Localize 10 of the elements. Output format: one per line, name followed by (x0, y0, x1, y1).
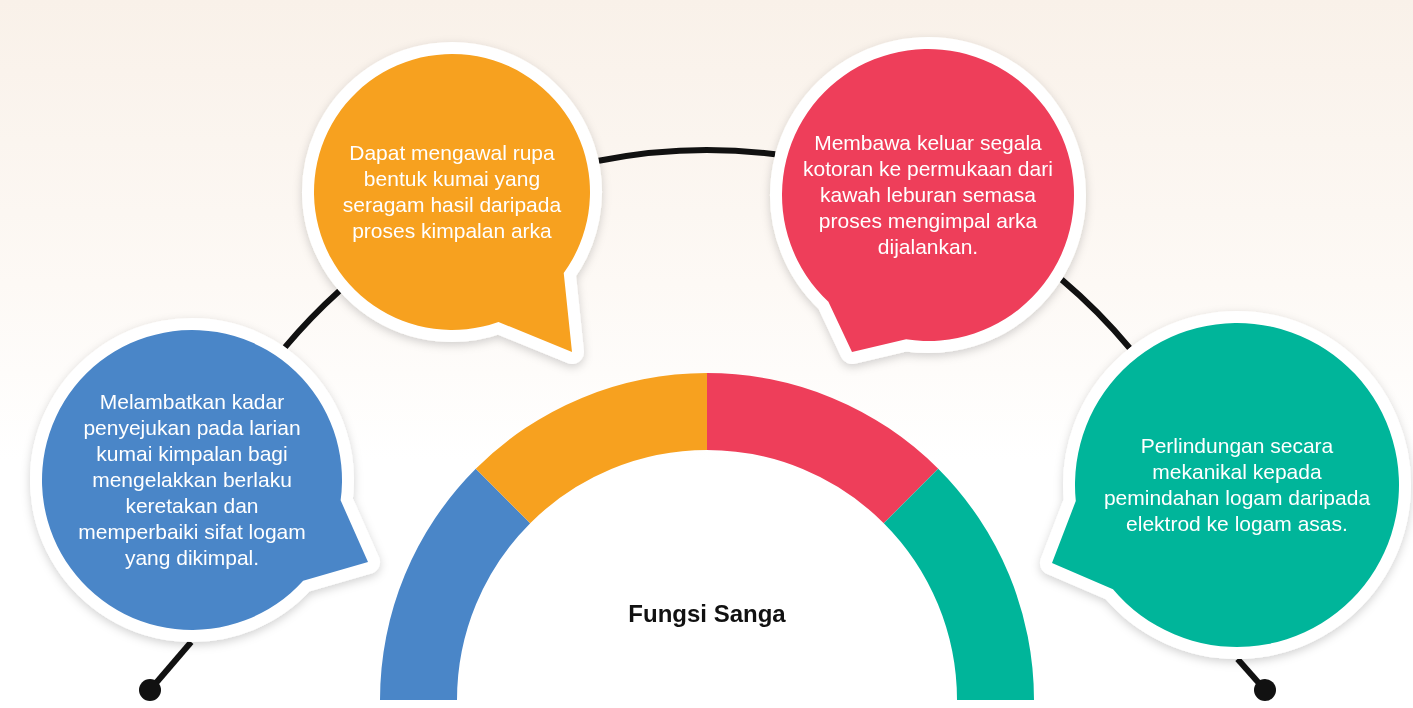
bubble-text: Melambatkan kadar penyejukan pada larian kumai kimpalan bagi mengelakkan berlaku keretakan dan memperbaiki sifat logam yang dikimpal. (77, 389, 307, 572)
connector-line-with-dot (1235, 657, 1276, 701)
connector-arc (1059, 277, 1132, 350)
connector-line-with-dot (139, 640, 194, 701)
bubble-text: Dapat mengawal rupa bentuk kumai yang seragam hasil daripada proses kimpalan arka (341, 140, 563, 245)
bubble-text: Membawa keluar segala kotoran ke permukaan dari kawah leburan semasa proses mengimpal arka dijalankan. (802, 130, 1054, 261)
center-title: Fungsi Sanga (627, 600, 787, 628)
bubble-text: Perlindungan secara mekanikal kepada pemindahan logam daripada elektrod ke logam asas. (1102, 433, 1372, 538)
connector-arc (598, 147, 776, 164)
connector-arc (282, 288, 342, 350)
